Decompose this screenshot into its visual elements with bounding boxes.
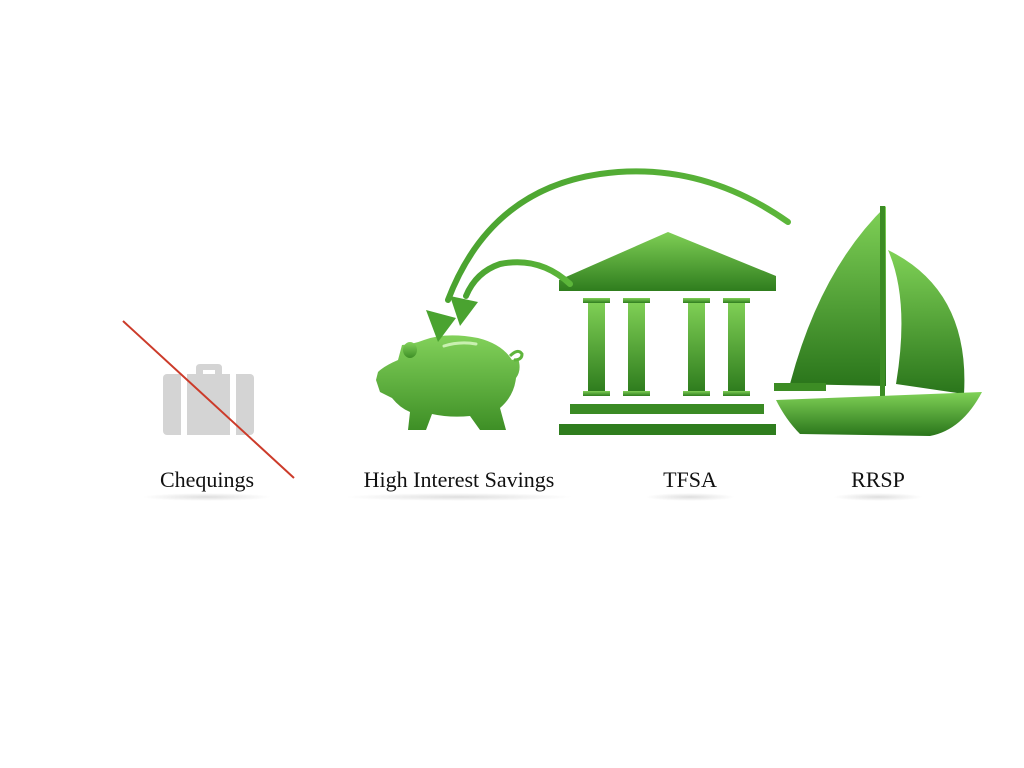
strike-line [122, 320, 295, 479]
bank-building-icon [559, 232, 776, 435]
label-shadow [142, 493, 272, 501]
arrowhead-icon [450, 296, 478, 326]
label-shadow [645, 493, 735, 501]
piggy-bank-icon [376, 335, 524, 430]
label-high-interest-savings: High Interest Savings [363, 467, 555, 492]
label-shadow [833, 493, 923, 501]
label-rrsp: RRSP [851, 467, 905, 492]
arrowhead-icon [426, 310, 456, 342]
arrow-tfsa-to-savings [450, 259, 573, 326]
arrow-rrsp-to-savings [426, 168, 791, 342]
sailboat-icon [774, 206, 982, 436]
label-chequings: Chequings [159, 467, 255, 492]
label-tfsa: TFSA [663, 467, 717, 492]
label-shadow [344, 493, 574, 501]
